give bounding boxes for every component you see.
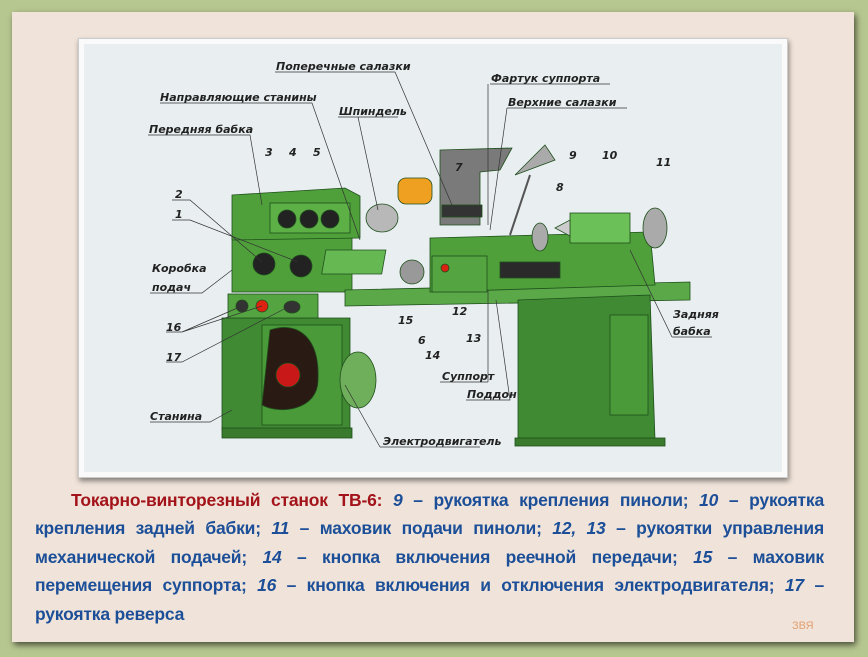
- caption-num: 17: [784, 575, 804, 596]
- number-15: 15: [398, 314, 414, 327]
- label-motor: Электродвигатель: [383, 435, 501, 448]
- label-feed-box-2: подач: [152, 281, 191, 294]
- part-labels: Поперечные салазки Фартук суппорта Напра…: [149, 60, 719, 448]
- number-5: 5: [313, 146, 321, 159]
- label-bed-ways: Направляющие станины: [160, 91, 317, 104]
- label-carriage: Суппорт: [442, 370, 495, 383]
- caption-num: 12, 13: [552, 518, 606, 539]
- number-17: 17: [166, 351, 182, 364]
- number-1: 1: [175, 208, 183, 221]
- leader-lines: [148, 71, 712, 448]
- caption-title: Токарно-винторезный станок ТВ-6:: [71, 490, 393, 510]
- caption-num: 15: [693, 546, 713, 567]
- label-tailstock: Задняя: [673, 308, 719, 321]
- number-4: 4: [288, 146, 297, 159]
- label-feed-box: Коробка: [152, 262, 207, 275]
- lathe-drawing: [221, 144, 691, 447]
- number-12: 12: [452, 305, 468, 318]
- number-14: 14: [425, 349, 440, 362]
- number-2: 2: [175, 188, 183, 201]
- caption-num: 14: [262, 546, 282, 567]
- number-6: 6: [418, 334, 426, 347]
- label-tailstock-2: бабка: [673, 325, 711, 338]
- caption-text: – рукоятки управления механической подач…: [35, 518, 825, 567]
- number-8: 8: [556, 181, 564, 194]
- number-13: 13: [466, 332, 482, 345]
- number-3: 3: [265, 146, 273, 159]
- caption-text: – рукоятка крепления задней бабки;: [35, 490, 825, 539]
- caption-text: – кнопка включения реечной передачи;: [281, 546, 694, 567]
- label-headstock: Передняя бабка: [149, 123, 253, 136]
- caption-text: – рукоятка крепления пиноли;: [402, 490, 700, 510]
- label-apron: Фартук суппорта: [491, 72, 600, 85]
- label-top-slide: Верхние салазки: [508, 96, 617, 109]
- caption-num: 11: [271, 518, 290, 539]
- caption-num: 10: [699, 490, 719, 510]
- caption-num: 16: [257, 575, 277, 596]
- caption-text: – кнопка включения и отключения электрод…: [276, 575, 785, 596]
- number-10: 10: [602, 149, 618, 162]
- caption-num: 9: [393, 490, 403, 510]
- number-11: 11: [656, 156, 671, 169]
- number-7: 7: [455, 161, 463, 174]
- label-bed: Станина: [150, 410, 202, 423]
- label-tray: Поддон: [467, 388, 517, 401]
- caption: Токарно-винторезный станок ТВ-6: 9 – рук…: [35, 486, 824, 628]
- number-9: 9: [569, 149, 577, 162]
- caption-text: – маховик перемещения суппорта;: [35, 546, 824, 596]
- label-spindle: Шпиндель: [339, 105, 407, 118]
- author-signature: ЗВЯ: [792, 620, 814, 632]
- number-16: 16: [166, 321, 182, 334]
- caption-text: – маховик подачи пиноли;: [289, 518, 553, 539]
- label-cross-slide: Поперечные салазки: [276, 60, 411, 73]
- caption-text: – рукоятка реверса: [35, 575, 824, 624]
